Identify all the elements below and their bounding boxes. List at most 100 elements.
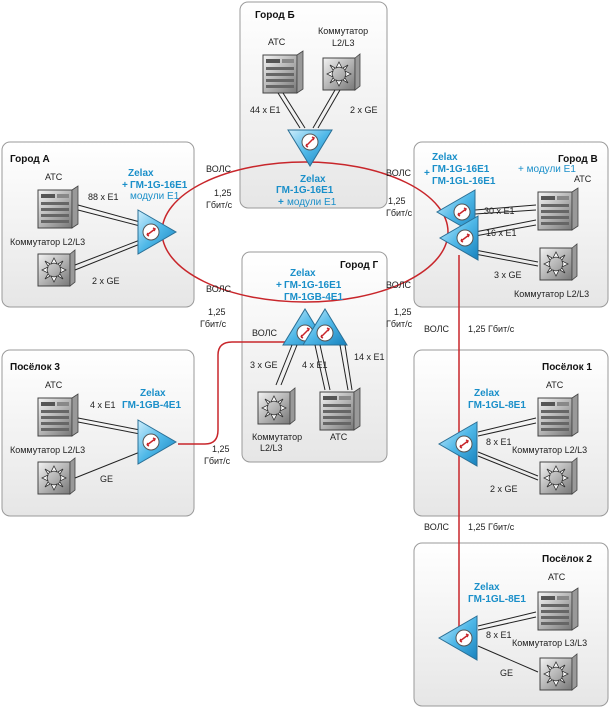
poselok-3-title: Посёлок 3 [10, 362, 60, 373]
poselok-2-e1-label: 8 x E1 [486, 630, 512, 640]
poselok-3-atc-label: АТС [45, 380, 63, 390]
poselok-3-switch-label: Коммутатор L2/L3 [10, 445, 85, 455]
gorod-b-switch-icon [322, 53, 361, 91]
gorod-v-model-1: ГМ-1G-16E1 [432, 164, 490, 175]
box-poselok-2 [413, 542, 609, 707]
gorod-b-e1-label: 44 x E1 [250, 105, 281, 115]
poselok-2-atc-label: АТС [548, 572, 566, 582]
poselok-1-ge-label: 2 x GE [490, 484, 518, 494]
poselok-3-ge-label: GE [100, 474, 113, 484]
gorod-b-modules: модули E1 [287, 197, 337, 208]
gorod-v-e1b-label: 16 x E1 [486, 228, 517, 238]
poselok-1-switch-label: Коммутатор L2/L3 [512, 445, 587, 455]
gorod-v-zelax: Zelax [432, 152, 458, 163]
gorod-a-atc-icon [37, 185, 79, 229]
gorod-b-ge-label: 2 x GE [350, 105, 378, 115]
poselok-1-e1-label: 8 x E1 [486, 437, 512, 447]
unit-label-3: Гбит/с [200, 319, 227, 329]
vols-label-6: ВОЛС [424, 324, 450, 334]
gorod-b-title: Город Б [255, 10, 295, 21]
poselok-2-ge-label: GE [500, 668, 513, 678]
gorod-v-modules: + модули E1 [518, 164, 576, 175]
speed-label-1: 1,25 [214, 188, 232, 198]
gorod-b-switch-label-2: L2/L3 [332, 38, 355, 48]
gorod-g-switch-label-2: L2/L3 [260, 443, 283, 453]
link-poselok-3 [178, 341, 302, 445]
poselok-3-model: ГМ-1GB-4E1 [122, 400, 181, 411]
gorod-v-switch-label: Коммутатор L2/L3 [514, 289, 589, 299]
gorod-g-plus: + [276, 280, 282, 291]
gorod-v-model-2: ГМ-1GL-16E1 [432, 176, 496, 187]
speed-label-5: 1,25 [212, 444, 230, 454]
gorod-v-cables [474, 204, 539, 267]
gorod-g-model-2: ГМ-1GB-4E1 [284, 292, 343, 303]
gorod-v-e1a-label: 30 x E1 [484, 206, 515, 216]
gorod-a-switch-icon [37, 249, 76, 287]
gorod-g-atc-label: АТС [330, 432, 348, 442]
gorod-a-zelax: Zelax [128, 168, 154, 179]
poselok-1-title: Посёлок 1 [542, 362, 592, 373]
gorod-g-switch-label-1: Коммутатор [252, 432, 302, 442]
unit-label-2: Гбит/с [386, 208, 413, 218]
poselok-2-model: ГМ-1GL-8E1 [468, 594, 526, 605]
poselok-2-zelax: Zelax [474, 582, 500, 593]
unit-label-5: Гбит/с [204, 456, 231, 466]
box-gorod-b [239, 1, 388, 209]
gorod-a-atc-label: АТС [45, 172, 63, 182]
poselok-1-model: ГМ-1GL-8E1 [468, 400, 526, 411]
poselok-1-switch-icon [539, 457, 578, 495]
gorod-g-ge-label: 3 x GE [250, 360, 278, 370]
vols-label-3: ВОЛС [206, 284, 232, 294]
gorod-g-e1b-label: 14 x E1 [354, 352, 385, 362]
gorod-g-e1a-label: 4 x E1 [302, 360, 328, 370]
gorod-g-switch-icon [257, 387, 296, 425]
gorod-b-cables [277, 89, 341, 129]
poselok-1-cables [477, 417, 539, 481]
gorod-a-modules: модули E1 [130, 191, 180, 202]
speed-label-2: 1,25 [388, 196, 406, 206]
gorod-b-switch-label-1: Коммутатор [318, 26, 368, 36]
vols-label-1: ВОЛС [206, 164, 232, 174]
gorod-g-zelax: Zelax [290, 268, 316, 279]
speed-label-3: 1,25 [208, 307, 226, 317]
poselok-3-zelax: Zelax [140, 388, 166, 399]
gorod-v-plus: + [424, 168, 430, 179]
poselok-3-cables [74, 417, 141, 479]
poselok-3-switch-icon [37, 457, 76, 495]
poselok-2-title: Посёлок 2 [542, 554, 592, 565]
poselok-2-cables [477, 611, 539, 673]
poselok-2-switch-icon [539, 653, 578, 691]
gorod-v-ge-label: 3 x GE [494, 270, 522, 280]
speed-label-4: 1,25 [394, 307, 412, 317]
gorod-a-cables [74, 204, 141, 271]
gorod-a-switch-label: Коммутатор L2/L3 [10, 237, 85, 247]
gorod-a-title: Город А [10, 154, 50, 165]
gorod-g-model-1: ГМ-1G-16E1 [284, 280, 342, 291]
gorod-b-atc-label: АТС [268, 37, 286, 47]
box-poselok-3 [1, 349, 195, 517]
gorod-b-model: ГМ-1G-16E1 [276, 185, 334, 196]
poselok-1-atc-label: АТС [546, 380, 564, 390]
poselok-3-atc-icon [37, 393, 79, 437]
gorod-b-plus: + [278, 197, 284, 208]
poselok-2-switch-label: Коммутатор L3/L3 [512, 638, 587, 648]
poselok-2-atc-icon [537, 587, 579, 631]
gorod-b-zelax: Zelax [300, 174, 326, 185]
gorod-b-atc-icon [262, 50, 304, 94]
speed-label-6: 1,25 Гбит/с [468, 324, 515, 334]
gorod-v-title: Город В [558, 154, 598, 165]
vols-label-5: ВОЛС [252, 328, 278, 338]
gorod-g-title: Город Г [340, 260, 378, 271]
gorod-v-atc-label: АТС [574, 174, 592, 184]
gorod-g-cables [275, 344, 353, 391]
poselok-1-zelax: Zelax [474, 388, 500, 399]
gorod-a-e1-label: 88 x E1 [88, 192, 119, 202]
gorod-g-atc-icon [319, 387, 361, 431]
gorod-v-switch-icon [539, 243, 578, 281]
poselok-1-atc-icon [537, 393, 579, 437]
gorod-a-model: ГМ-1G-16E1 [130, 180, 188, 191]
speed-label-7: 1,25 Гбит/с [468, 522, 515, 532]
gorod-v-atc-icon [537, 187, 579, 231]
unit-label-1: Гбит/с [206, 200, 233, 210]
